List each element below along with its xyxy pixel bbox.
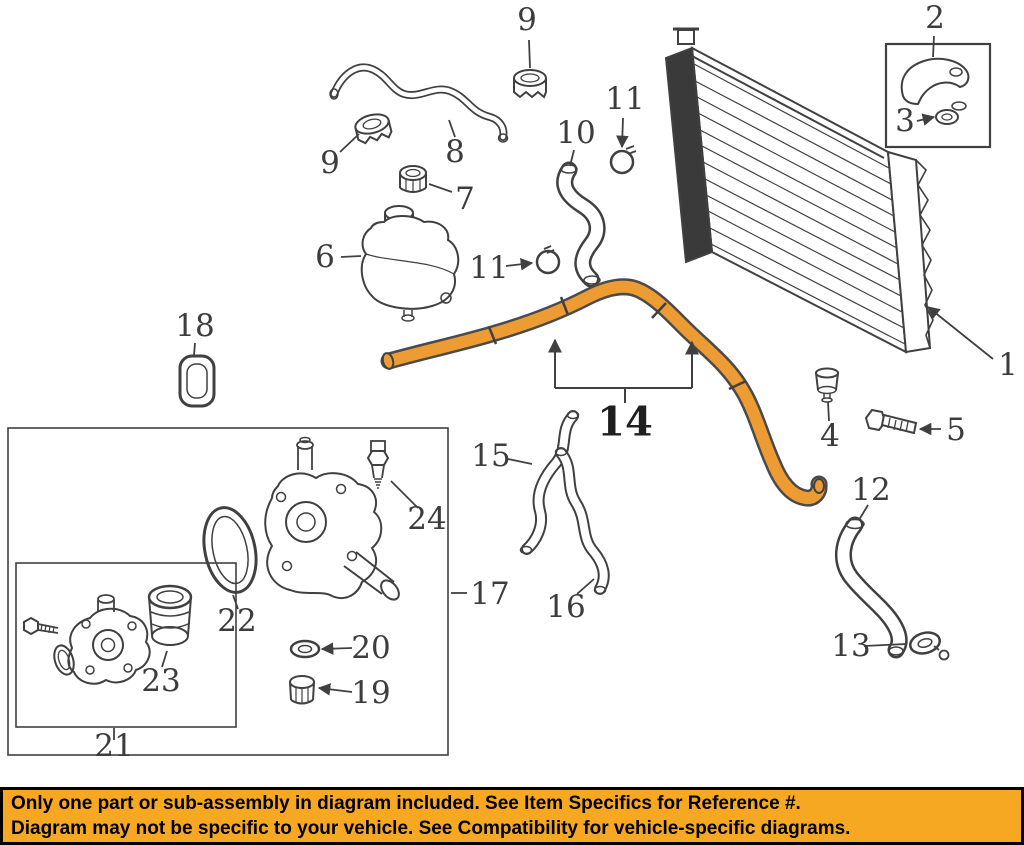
fitting-13 (909, 631, 950, 661)
callout-23: 23 (141, 663, 181, 699)
gasket-18 (178, 354, 216, 408)
callout-9-top: 9 (517, 2, 537, 38)
part-3-grommet (935, 101, 967, 125)
bolt-5 (864, 408, 918, 435)
callout-20: 20 (351, 630, 391, 666)
callout-8: 8 (445, 134, 465, 170)
box-part-21 (15, 562, 237, 728)
callout-3: 3 (895, 103, 915, 139)
callout-11-top: 11 (605, 81, 645, 117)
leader-lines (113, 35, 994, 740)
callout-4: 4 (820, 418, 840, 454)
gasket-22 (202, 506, 258, 594)
callout-24: 24 (407, 501, 447, 537)
callout-10: 10 (556, 115, 596, 151)
callout-16: 16 (546, 589, 586, 625)
callout-2: 2 (925, 0, 945, 36)
callout-5: 5 (946, 412, 966, 448)
hose-10 (556, 161, 606, 288)
hose-8 (329, 63, 509, 143)
water-outlet-21 (53, 594, 151, 685)
callout-21: 21 (94, 728, 134, 764)
cap-9-left (354, 113, 393, 145)
box-part-17 (7, 427, 449, 756)
clamp-11-top (609, 145, 637, 175)
callout-19: 19 (351, 675, 391, 711)
callout-13: 13 (831, 628, 871, 664)
callout-9-left: 9 (320, 145, 340, 181)
cap-7 (399, 165, 427, 193)
sensor-24 (366, 440, 390, 489)
callout-1: 1 (998, 347, 1018, 383)
thermostat-23 (147, 584, 193, 646)
callout-18: 18 (175, 308, 215, 344)
disclaimer-line2: Diagram may not be specific to your vehi… (11, 818, 851, 839)
callout-17: 17 (470, 576, 510, 612)
clamp-11-left (535, 245, 561, 275)
hose-14-highlighted (380, 278, 828, 507)
parts-diagram-drawing (7, 27, 994, 756)
box-parts-2-3 (884, 42, 992, 149)
thermostat-housing (264, 436, 400, 601)
callout-7: 7 (455, 181, 475, 217)
callout-11-left: 11 (469, 250, 509, 286)
hose-12 (835, 516, 908, 659)
bracket-14 (548, 338, 699, 403)
reservoir-6 (360, 205, 460, 322)
callout-12: 12 (851, 472, 891, 508)
callout-15: 15 (471, 438, 511, 474)
callout-14-highlighted: 14 (597, 398, 653, 446)
hose-16 (554, 447, 610, 595)
cap-9-top (513, 69, 547, 99)
seal-20 (289, 639, 321, 659)
cap-19 (289, 675, 315, 705)
disclaimer-line1: Only one part or sub-assembly in diagram… (11, 793, 801, 814)
hose-15 (519, 410, 580, 555)
radiator-hatching (693, 63, 906, 345)
radiator (664, 27, 934, 354)
callout-6: 6 (315, 239, 335, 275)
disclaimer-banner: Only one part or sub-assembly in diagram… (0, 787, 1024, 845)
bolt-21 (23, 616, 59, 636)
callout-22: 22 (217, 603, 257, 639)
plug-4 (815, 367, 839, 403)
part-2-bracket (900, 57, 970, 106)
